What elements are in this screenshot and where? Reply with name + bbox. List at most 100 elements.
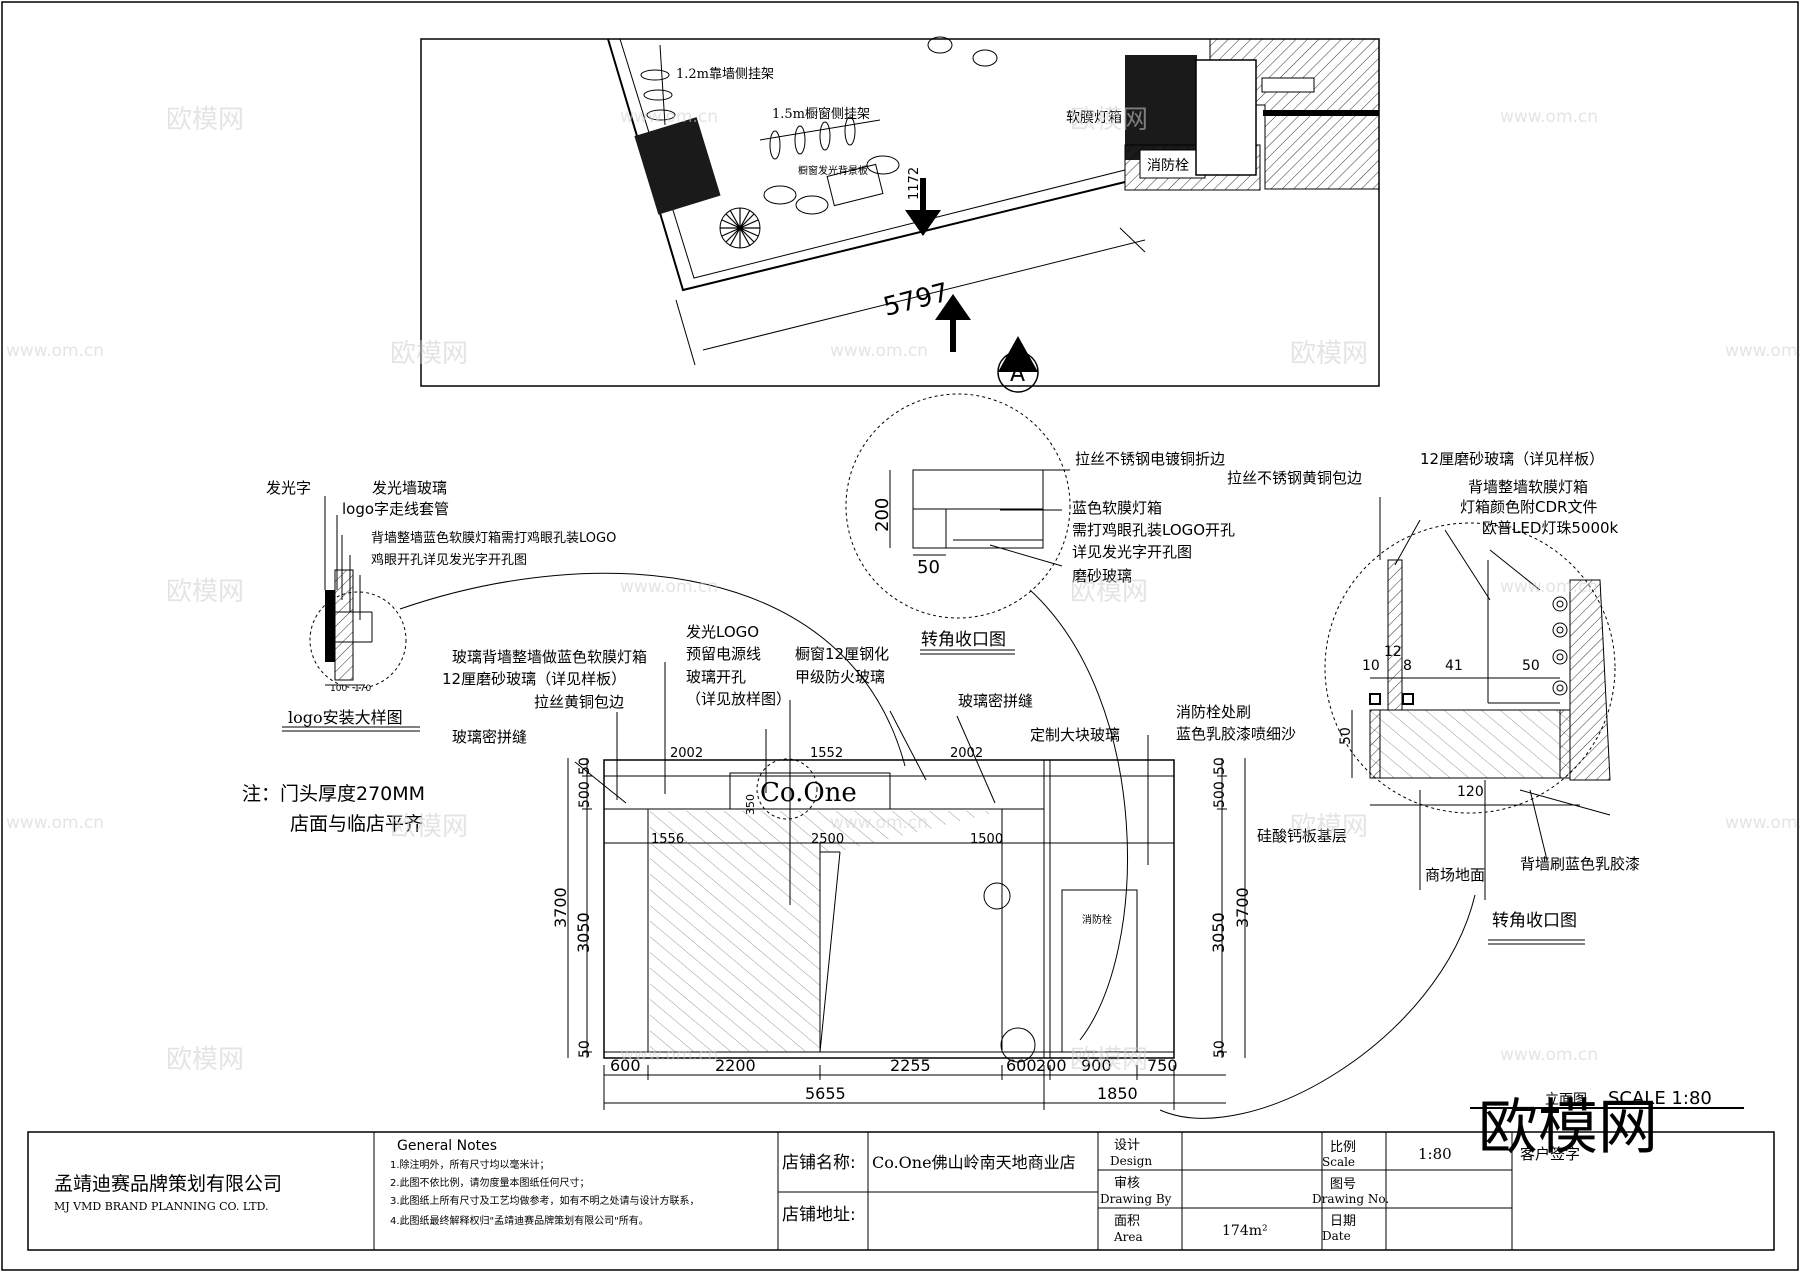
watermark: 欧模网: [166, 1045, 244, 1075]
general-note-3: 3.此图纸上所有尺寸及工艺均做参考，如有不明之处请与设计方联系，: [390, 1194, 700, 1207]
corner-right-label-2: 背墙整墙软膜灯箱: [1468, 478, 1588, 496]
elevation: [567, 662, 1744, 1110]
elev-bottom-dim-4: 200: [1036, 1056, 1067, 1075]
elev-callout-11: 定制大块玻璃: [1030, 726, 1120, 744]
elev-callout-4: 发光LOGO: [686, 623, 759, 641]
elev-left-vdim-0: 50: [577, 757, 593, 775]
elev-bottom-total-right: 1850: [1097, 1084, 1138, 1103]
plan-dim-small: 1172: [907, 167, 922, 200]
area-label-en: Area: [1113, 1230, 1143, 1244]
logo-detail-label-0: 发光字: [266, 479, 311, 497]
watermark: 欧模网: [1290, 812, 1368, 842]
elev-callout-3: 玻璃密拼缝: [452, 728, 527, 746]
elev-callout-9: 甲级防火玻璃: [795, 668, 885, 686]
plan-label-wall-rack: 1.2m靠墙侧挂架: [676, 67, 774, 82]
corner-right-dim-0: 10: [1362, 658, 1380, 674]
elev-hydrant-text: 消防栓: [1082, 913, 1112, 926]
watermark-url: www.om.cn: [1500, 107, 1598, 127]
corner-right-dim-3: 41: [1445, 658, 1463, 674]
elev-right-total: 3700: [1233, 887, 1252, 928]
elev-small-dim: 350: [744, 794, 757, 815]
corner-top-label-0: 拉丝不锈钢电镀铜折边: [1075, 450, 1225, 468]
elev-bottom-dim-0: 600: [610, 1056, 641, 1075]
plan-frame: [420, 38, 1380, 387]
scale-label-en: Scale: [1322, 1155, 1355, 1169]
watermark: 欧模网: [1070, 577, 1148, 607]
elev-callout-10: 玻璃密拼缝: [958, 692, 1033, 710]
hydrant-panel: [1061, 889, 1138, 1053]
shop-address-label: 店铺地址:: [782, 1205, 856, 1225]
elev-bottom-dim-5: 900: [1081, 1056, 1112, 1075]
dim-arrow-down: [905, 178, 941, 236]
watermark: 欧模网: [1290, 339, 1368, 369]
elev-mid-dim-2: 1500: [970, 832, 1003, 847]
corner-right-dim-1: 12: [1384, 644, 1402, 660]
logo-detail-label-1: 发光墙玻璃: [372, 479, 447, 497]
general-note-1: 1.除注明外，所有尺寸均以毫米计；: [390, 1158, 550, 1171]
section-marker-a: [997, 336, 1039, 393]
corner-watermark-logo: 欧模网: [1478, 1093, 1658, 1163]
corner-right-label-7: 背墙刷蓝色乳胶漆: [1520, 855, 1640, 873]
elev-callout-8: 橱窗12厘钢化: [795, 645, 889, 663]
elev-bottom-dim-6: 750: [1147, 1056, 1178, 1075]
elev-top-dim-0: 2002: [670, 746, 703, 761]
elev-right-vdim-3: 50: [1212, 1040, 1228, 1058]
corner-right-label-1: 12厘磨砂玻璃（详见样板）: [1420, 450, 1604, 468]
scale-label-cn: 比例: [1330, 1140, 1356, 1155]
elev-mid-dim-1: 2500: [811, 832, 844, 847]
corner-right-dim-6: 120: [1457, 784, 1484, 800]
watermarks: 欧模网 欧模网 www.om.cn www.om.cn 欧模网 欧模网 www.…: [6, 105, 1800, 1075]
elev-right-vdim-0: 50: [1212, 757, 1228, 775]
corner-top-label-2: 需打鸡眼孔装LOGO开孔: [1072, 521, 1235, 539]
logo-detail-title: logo安装大样图: [288, 708, 403, 727]
watermark: 欧模网: [1070, 105, 1148, 135]
general-note-4: 4.此图纸最终解释权归"孟靖迪赛品牌策划有限公司"所有。: [390, 1214, 649, 1227]
design-label-cn: 设计: [1114, 1138, 1140, 1153]
plan-label-hydrant: 消防栓: [1147, 158, 1189, 174]
elev-callout-5: 预留电源线: [686, 645, 761, 663]
section-marker-label: A: [1010, 362, 1025, 387]
drawing-no-label-en: Drawing No.: [1312, 1192, 1389, 1206]
area-label-cn: 面积: [1114, 1214, 1140, 1229]
corner-right-dim-2: 8: [1403, 658, 1412, 674]
corner-right-label-0: 拉丝不锈钢黄铜包边: [1227, 469, 1362, 487]
area-value: 174m²: [1222, 1223, 1268, 1239]
plan-view: [420, 36, 1380, 393]
watermark-url: www.om.cn: [620, 107, 718, 127]
date-label-en: Date: [1322, 1229, 1351, 1243]
elev-callout-2: 拉丝黄铜包边: [534, 693, 624, 711]
elev-top-dim-2: 2002: [950, 746, 983, 761]
watermark-url: www.om.cn: [620, 1045, 718, 1065]
logo-detail-label-3: 背墙整墙蓝色软膜灯箱需打鸡眼孔装LOGO: [371, 530, 616, 546]
watermark-url: www.om.cn: [830, 341, 928, 361]
elev-left-total: 3700: [551, 887, 570, 928]
elev-left-vdim-3: 50: [577, 1040, 593, 1058]
general-notes-title: General Notes: [397, 1138, 497, 1154]
watermark-url: www.om.cn: [1725, 341, 1800, 361]
elev-callout-7: （详见放样图）: [686, 690, 791, 708]
elev-callout-1: 12厘磨砂玻璃（详见样板）: [442, 670, 626, 688]
design-label-en: Design: [1110, 1154, 1152, 1168]
shop-name-label: 店铺名称:: [782, 1153, 856, 1173]
logo-detail-label-4: 鸡眼开孔详见发光字开孔图: [371, 552, 527, 568]
logo-detail: [282, 496, 906, 767]
watermark: 欧模网: [166, 577, 244, 607]
elev-bottom-total-left: 5655: [805, 1084, 846, 1103]
company-name-en: MJ VMD BRAND PLANNING CO. LTD.: [54, 1200, 269, 1213]
corner-top-dim-h: 50: [917, 557, 940, 578]
watermark-url: www.om.cn: [6, 341, 104, 361]
review-label-cn: 审核: [1114, 1176, 1140, 1191]
watermark-url: www.om.cn: [1500, 1045, 1598, 1065]
corner-top-label-3: 详见发光字开孔图: [1072, 543, 1192, 561]
soft-film-lightbox: [1125, 55, 1197, 160]
shop-name-value: Co.One佛山岭南天地商业店: [872, 1153, 1076, 1172]
drawing-no-label-cn: 图号: [1330, 1177, 1356, 1192]
corner-right-dim-5: 50: [1338, 727, 1354, 745]
watermark: 欧模网: [166, 105, 244, 135]
title-block: [27, 1131, 1775, 1251]
date-label-cn: 日期: [1330, 1214, 1356, 1229]
logo-detail-dim-1: 170: [354, 684, 371, 694]
elev-scale-prefix: 立面图: [1545, 1092, 1587, 1108]
plan-label-window-rack: 1.5m橱窗侧挂架: [772, 106, 870, 122]
